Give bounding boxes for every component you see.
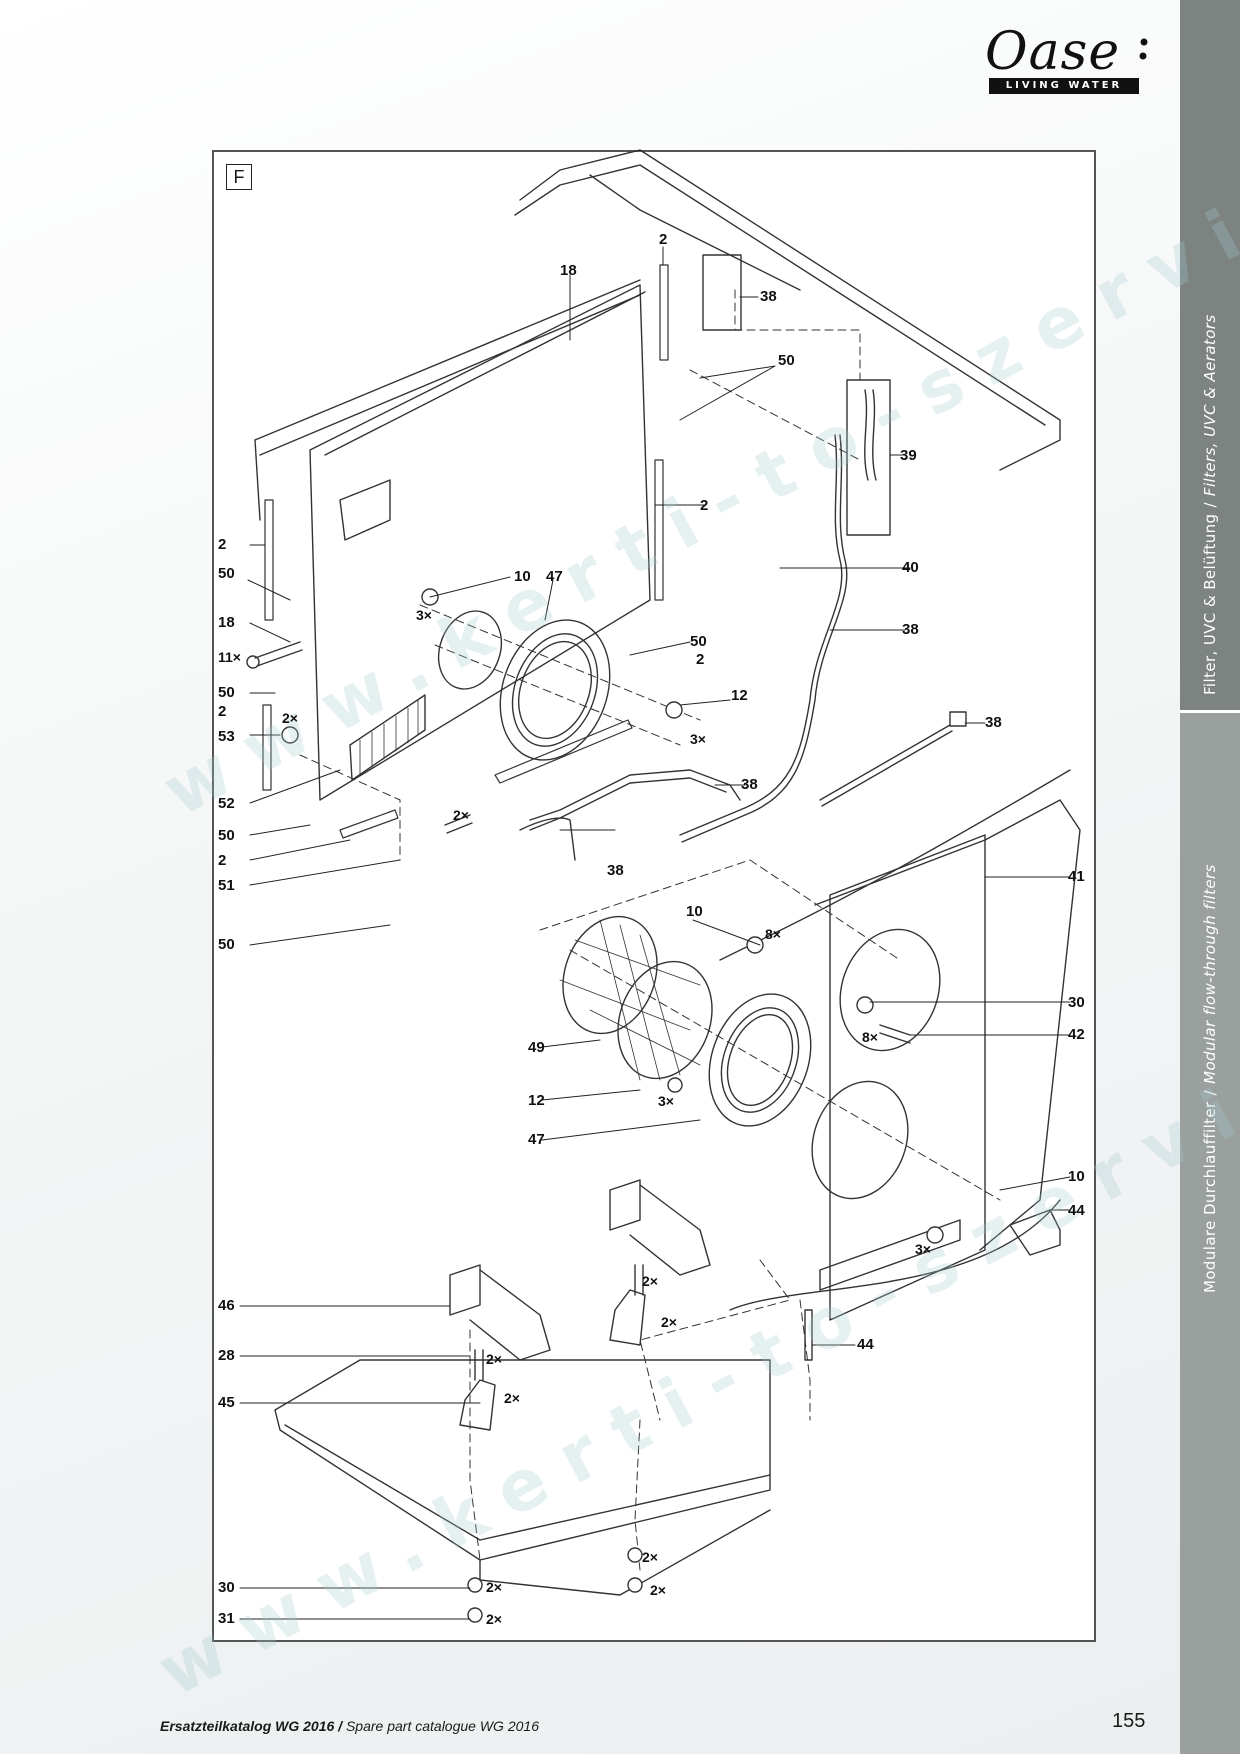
callout: 47	[528, 1131, 545, 1148]
bottom-tray	[274, 1359, 771, 1596]
cable-tie	[819, 711, 967, 807]
vent-grille	[349, 694, 426, 781]
mounts	[449, 1179, 711, 1431]
side-tab-upper	[1180, 0, 1240, 710]
callout: 10	[686, 903, 703, 920]
callout: 31	[218, 1610, 235, 1627]
rubber-strips	[262, 264, 669, 839]
callout-quantity: 2×	[642, 1549, 658, 1565]
callout: 18	[218, 614, 235, 631]
callout: 50	[218, 565, 235, 582]
callout-quantity: 3×	[416, 607, 432, 623]
callout-quantity: 3×	[658, 1093, 674, 1109]
callout: 52	[218, 795, 235, 812]
callout: 2	[218, 852, 227, 869]
assembly-lines	[299, 289, 1001, 1571]
panel-label: F	[226, 164, 252, 190]
callout: 18	[560, 262, 577, 279]
callout-quantity: 11×	[218, 649, 241, 665]
callout: 38	[902, 621, 919, 638]
callout: 40	[902, 559, 919, 576]
callout-quantity: 3×	[690, 731, 706, 747]
callout: 2	[659, 231, 668, 248]
callout: 38	[985, 714, 1002, 731]
callout: 51	[218, 877, 235, 894]
callout: 2	[218, 703, 227, 720]
callout: 30	[218, 1579, 235, 1596]
leader-lines	[239, 246, 1071, 1620]
screws	[246, 641, 911, 1381]
page-number: 155	[1112, 1710, 1146, 1732]
front-housing-41	[719, 769, 1081, 1321]
callout-quantity: 2×	[642, 1273, 658, 1289]
callout: 12	[731, 687, 748, 704]
callout: 50	[218, 936, 235, 953]
callout: 41	[1068, 868, 1085, 885]
callout: 50	[218, 827, 235, 844]
footer-title-en: Spare part catalogue WG 2016	[342, 1718, 539, 1734]
tubing	[519, 254, 891, 861]
callout: 46	[218, 1297, 235, 1314]
callout-quantity: 2×	[504, 1390, 520, 1406]
callout: 49	[528, 1039, 545, 1056]
callout: 44	[1068, 1202, 1085, 1219]
callout: 50	[690, 633, 707, 650]
callout: 39	[900, 447, 917, 464]
callout-quantity: 2×	[486, 1611, 502, 1627]
side-tab: Filter, UVC & Belüftung/Filters, UVC & A…	[1180, 0, 1240, 1754]
brand-name: Oase	[985, 22, 1121, 82]
rear-panel	[254, 279, 651, 801]
callout-quantity: 2×	[486, 1579, 502, 1595]
callout: 44	[857, 1336, 874, 1353]
logo-dots-icon	[1139, 38, 1148, 60]
flange-47-lower	[708, 993, 812, 1127]
footer-title-de: Ersatzteilkatalog WG 2016 /	[160, 1718, 343, 1734]
callout-quantity: 2×	[650, 1582, 666, 1598]
footer-catalogue-title: Ersatzteilkatalog WG 2016 / Spare part c…	[160, 1718, 539, 1734]
callout: 12	[528, 1092, 545, 1109]
top-lid	[514, 149, 1061, 471]
callout-quantity: 3×	[915, 1241, 931, 1257]
callout: 50	[218, 684, 235, 701]
callout-quantity: 2×	[661, 1314, 677, 1330]
callout: 38	[741, 776, 758, 793]
side-tab-divider	[1180, 710, 1240, 713]
callout: 2	[218, 536, 227, 553]
callout: 28	[218, 1347, 235, 1364]
callout: 50	[778, 352, 795, 369]
callout: 45	[218, 1394, 235, 1411]
diagram-frame	[212, 150, 1096, 1642]
fasteners	[281, 588, 944, 1623]
callout: 10	[1068, 1168, 1085, 1185]
brand-logo: Oase LIVING WATER	[985, 22, 1153, 100]
callout-quantity: 8×	[765, 926, 781, 942]
callout: 38	[760, 288, 777, 305]
callout: 42	[1068, 1026, 1085, 1043]
callout: 30	[1068, 994, 1085, 1011]
callout: 47	[546, 568, 563, 585]
bracket-44	[804, 1209, 1061, 1361]
callout: 38	[607, 862, 624, 879]
callout: 10	[514, 568, 531, 585]
mesh-basket-49	[559, 915, 713, 1081]
callout: 2	[700, 497, 709, 514]
callout-quantity: 2×	[486, 1351, 502, 1367]
brand-tagline: LIVING WATER	[989, 78, 1139, 94]
callout-quantity: 2×	[453, 807, 469, 823]
callout-quantity: 2×	[282, 710, 298, 726]
callout-quantity: 8×	[862, 1029, 878, 1045]
callout: 2	[696, 651, 705, 668]
flange-47-upper	[437, 610, 611, 761]
callout: 53	[218, 728, 235, 745]
